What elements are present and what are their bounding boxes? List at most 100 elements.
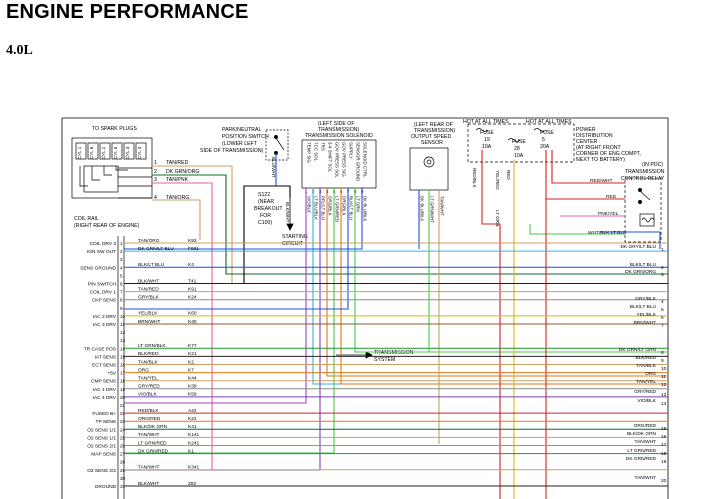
pcm-circuit-id: K24 (188, 295, 197, 301)
right-wire-number: 8 (661, 350, 664, 356)
pcm-circuit-id: K2 (188, 359, 194, 365)
wire-relay-red-wht (551, 150, 625, 184)
pcm-circuit-id: K21 (188, 351, 197, 357)
right-wire-number: 2 (661, 265, 664, 271)
pcm-pin-number: 23 (120, 419, 126, 424)
fuse-5-number: 5 (542, 137, 545, 143)
right-wire-label: GRY/RED (634, 389, 656, 395)
pcm-pin-number: 24 (120, 427, 126, 432)
transmission-paren-label: TRANSMISSION) (318, 127, 359, 133)
right-wire-number: 15 (661, 426, 667, 432)
c100-label: C100) (258, 220, 272, 226)
side-transmission-label: SIDE OF TRANSMISSION) (200, 148, 264, 154)
solenoid-pin-label: SENSOR GROUND (356, 142, 361, 181)
s122-wire-label: BLK/WHT (285, 202, 290, 223)
fuse19-wire-label: RED/BLK (472, 168, 477, 189)
to-spark-plugs-label: TO SPARK PLUGS (92, 126, 137, 132)
fuse-19-label: FUSE (480, 130, 494, 136)
coil-cylinder-label: CYL 4 (137, 146, 142, 159)
solenoid-wire-label: LT GRN (356, 196, 361, 212)
wire-solenoid (124, 188, 307, 404)
right-wire-number: 20 (661, 478, 667, 484)
right-wire-label: BLK/RED (635, 355, 656, 361)
pcm-pin-label: ECT SENS (92, 363, 116, 369)
pcm-circuit-id: Z82 (188, 481, 197, 487)
pcm-pin-number: 22 (120, 411, 126, 416)
fuse-19-amps: 10A (482, 144, 492, 150)
speed-wire-label: TAN/WHT (440, 196, 445, 216)
pcm-pin-label: CKP SENS (92, 298, 116, 304)
pcm-pin-number: 2 (120, 249, 123, 254)
position-switch-label: POSITION SWITCH (222, 134, 269, 140)
pcm-circuit-id: K7 (188, 367, 194, 373)
pcm-pin-label: IAC 2 DRV (93, 314, 117, 320)
right-wire-label: TAN/YEL (636, 379, 656, 385)
pcm-circuit-id: K22 (188, 416, 197, 422)
in-pdc-label: (IN PDC) (642, 162, 663, 168)
pcm-pin-label: FUSED B+ (92, 411, 116, 417)
pcm-pin-number: 9 (120, 306, 123, 311)
coil-wire-label: TAN/PNK (166, 177, 189, 183)
left-rear-of-label: (LEFT REAR OF (414, 122, 453, 128)
pcm-wire-color: TAN/ORG (138, 238, 160, 244)
right-wire-number: 9 (661, 358, 664, 364)
wire-solenoid (354, 188, 668, 353)
wire-lt-grn-relay (529, 224, 625, 235)
right-wire-label: TAN/WHT (635, 439, 657, 445)
left-side-of-label: (LEFT SIDE OF (318, 121, 355, 127)
pcm-pin-label: P/N SWITCH (88, 282, 117, 288)
pcm-wire-color: LT GRN/BLK (138, 343, 166, 349)
solenoid-pin-label: TCC SOL (314, 142, 319, 162)
circuit-label: CIRCUIT (282, 241, 304, 247)
trans-system-label-2: SYSTEM (374, 357, 395, 363)
pcm-circuit-id: K4 (188, 262, 194, 268)
pcm-pin-number: 26 (120, 444, 126, 449)
fuse-5-amps: 20A (540, 144, 550, 150)
right-wire-number: 5 (661, 307, 664, 313)
right-wire-label: VIO/BLK (637, 398, 656, 404)
pcm-pin-number: 29 (120, 468, 126, 473)
pcm-wire-color: TAN/WHT (138, 432, 160, 438)
right-wire-number: 11 (661, 374, 666, 380)
right-wire-label: DK GRY/LT BLU (621, 244, 657, 250)
right-wire-label: DK GRN/RED (626, 456, 657, 462)
pcm-pin-label: SENS GROUND (80, 265, 116, 271)
pdc-line-2: DISTRIBUTION (576, 133, 613, 139)
speed-wire-label: LT GRN/WHT (430, 196, 435, 223)
pcm-pin-label: IAC 4 DRV (93, 395, 117, 401)
pcm-pin-number: 25 (120, 435, 126, 440)
pcm-wire-color: BLK/WHT (138, 481, 159, 487)
output-speed-label: OUTPUT SPEED (411, 134, 452, 140)
pcm-pin-label: COIL DRV 1 (90, 290, 117, 296)
pcm-wire-color: TAN/WHT (138, 465, 160, 471)
right-wire-number: 10 (661, 366, 667, 372)
relay-pnk-yel-label: PNK/YEL (598, 211, 619, 217)
pcm-wire-color: TAN/YEL (138, 376, 158, 382)
wire-s122 (276, 185, 291, 198)
pcm-wire-color: TAN/RED (138, 286, 159, 292)
coil-rail (71, 137, 153, 199)
solenoid-wire-label: LT GRN/RED (335, 196, 340, 222)
pcm-circuit-id: K1 (188, 448, 194, 454)
right-wire-number: 19 (661, 459, 667, 465)
pcm-wire-color: DK GRN/RED (138, 448, 169, 454)
pcm-circuit-id: T41 (188, 278, 197, 284)
wire-coil-tan-red (152, 165, 233, 284)
pcm-wire-color: VIO/BLK (138, 392, 157, 398)
pcm-pin-number: 11 (120, 322, 125, 327)
fuse-symbols (475, 128, 547, 142)
solenoid-pin-label: TRS (321, 142, 326, 151)
coil-pin-number: 4 (154, 195, 157, 201)
coil-wire-label: DK GRN/ORG (166, 169, 199, 175)
speed-trans-paren-label: TRANSMISSION) (414, 128, 455, 134)
wire-coil-tan-pnk (152, 182, 213, 470)
pcm-wire-color: GRY/RED (138, 384, 160, 390)
coil-pin-number: 1 (154, 160, 157, 166)
coil-rail-location: (RIGHT REAR OF ENGINE) (74, 223, 140, 229)
pcm-pin-label: GROUND (95, 484, 117, 490)
pcm-pin-number: 21 (120, 403, 126, 408)
pcm-wire-color: YEL/BLK (138, 311, 158, 317)
pdc-line-4: (AT RIGHT FRONT (576, 145, 621, 151)
pcm-circuit-id: K41 (188, 424, 197, 430)
